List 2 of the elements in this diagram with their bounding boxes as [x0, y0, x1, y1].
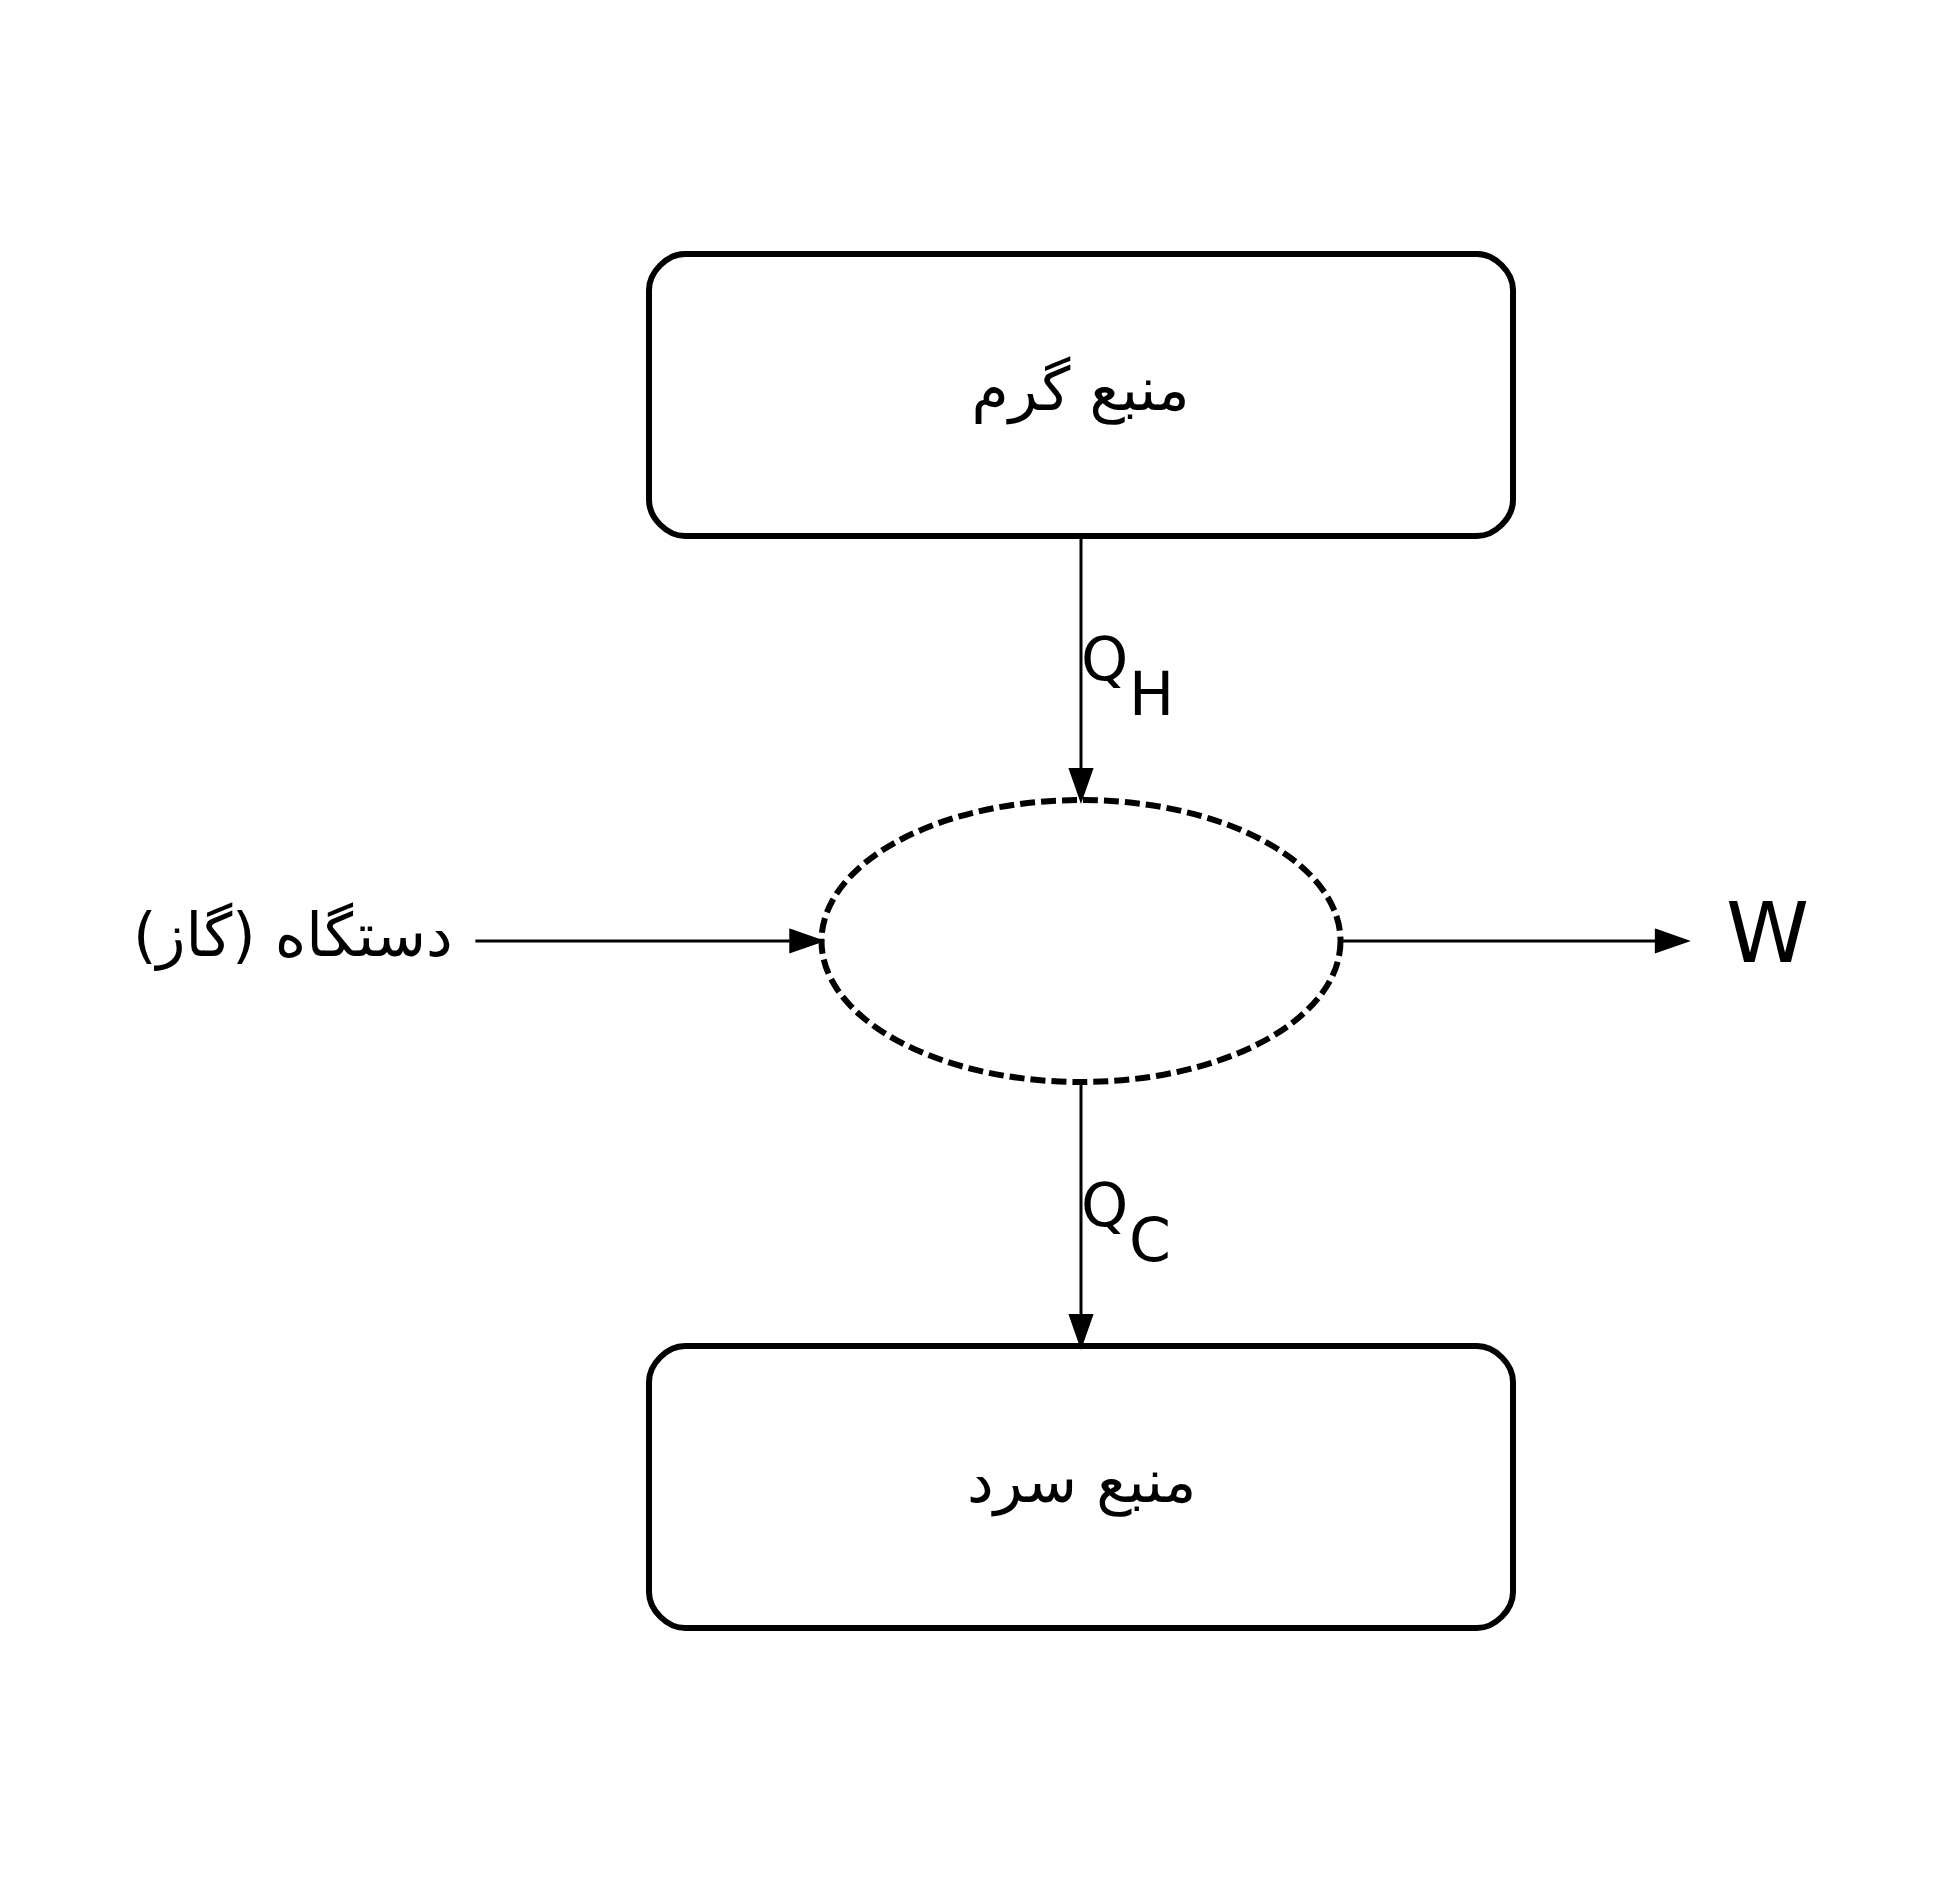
node-text: دستگاه (گاز) — [132, 899, 453, 970]
node-text: W — [1725, 883, 1809, 982]
